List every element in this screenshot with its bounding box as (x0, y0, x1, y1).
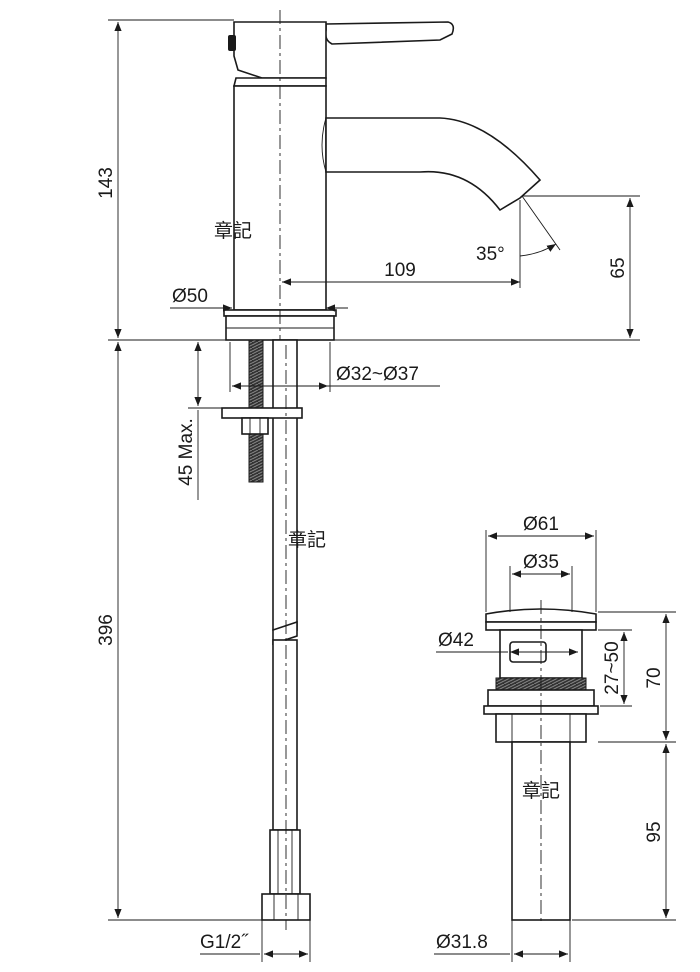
dim-drain-cap: Ø61 (523, 514, 559, 535)
mounting-nut (241, 417, 269, 435)
drain-mark: 章記 (522, 780, 560, 802)
dim-hole-diameter: Ø32~Ø37 (336, 364, 419, 385)
dim-drain-tail: 95 (644, 821, 665, 842)
dim-connection: G1/2˝ (200, 932, 249, 953)
faucet-group: 章記 (214, 10, 542, 345)
drain-group: 章記 (483, 600, 599, 925)
dim-max-thickness: 45 Max. (176, 418, 197, 486)
hose-tube-lower (272, 639, 298, 831)
dim-drain-tube: Ø31.8 (436, 932, 488, 953)
dim-spout-height: 65 (608, 257, 629, 278)
faucet-mark: 章記 (214, 220, 252, 242)
dim-height-total: 143 (96, 167, 117, 199)
faucet-handle-button (228, 35, 236, 51)
mounting-plate (221, 407, 303, 419)
hose-crimp (269, 829, 301, 895)
dimension-lines: 143 396 109 65 35° Ø50 Ø32~Ø37 45 Max. (96, 19, 676, 962)
dim-hose-length: 396 (96, 614, 117, 646)
dim-spout-reach: 109 (384, 260, 416, 281)
faucet-handle-lever (324, 21, 455, 45)
hose-mark: 章記 (288, 529, 326, 551)
faucet-spout (325, 117, 542, 212)
dim-drain-body: Ø35 (523, 552, 559, 573)
dim-drain-flange: Ø42 (438, 630, 474, 651)
drain-cap (485, 608, 597, 623)
hose-tube-upper (272, 339, 298, 631)
dim-drain-height: 70 (644, 667, 665, 688)
dim-spout-angle: 35° (476, 244, 505, 265)
hose-group: 章記 (221, 339, 326, 930)
dim-base-diameter: Ø50 (172, 286, 208, 307)
dim-drain-range: 27~50 (602, 641, 623, 694)
